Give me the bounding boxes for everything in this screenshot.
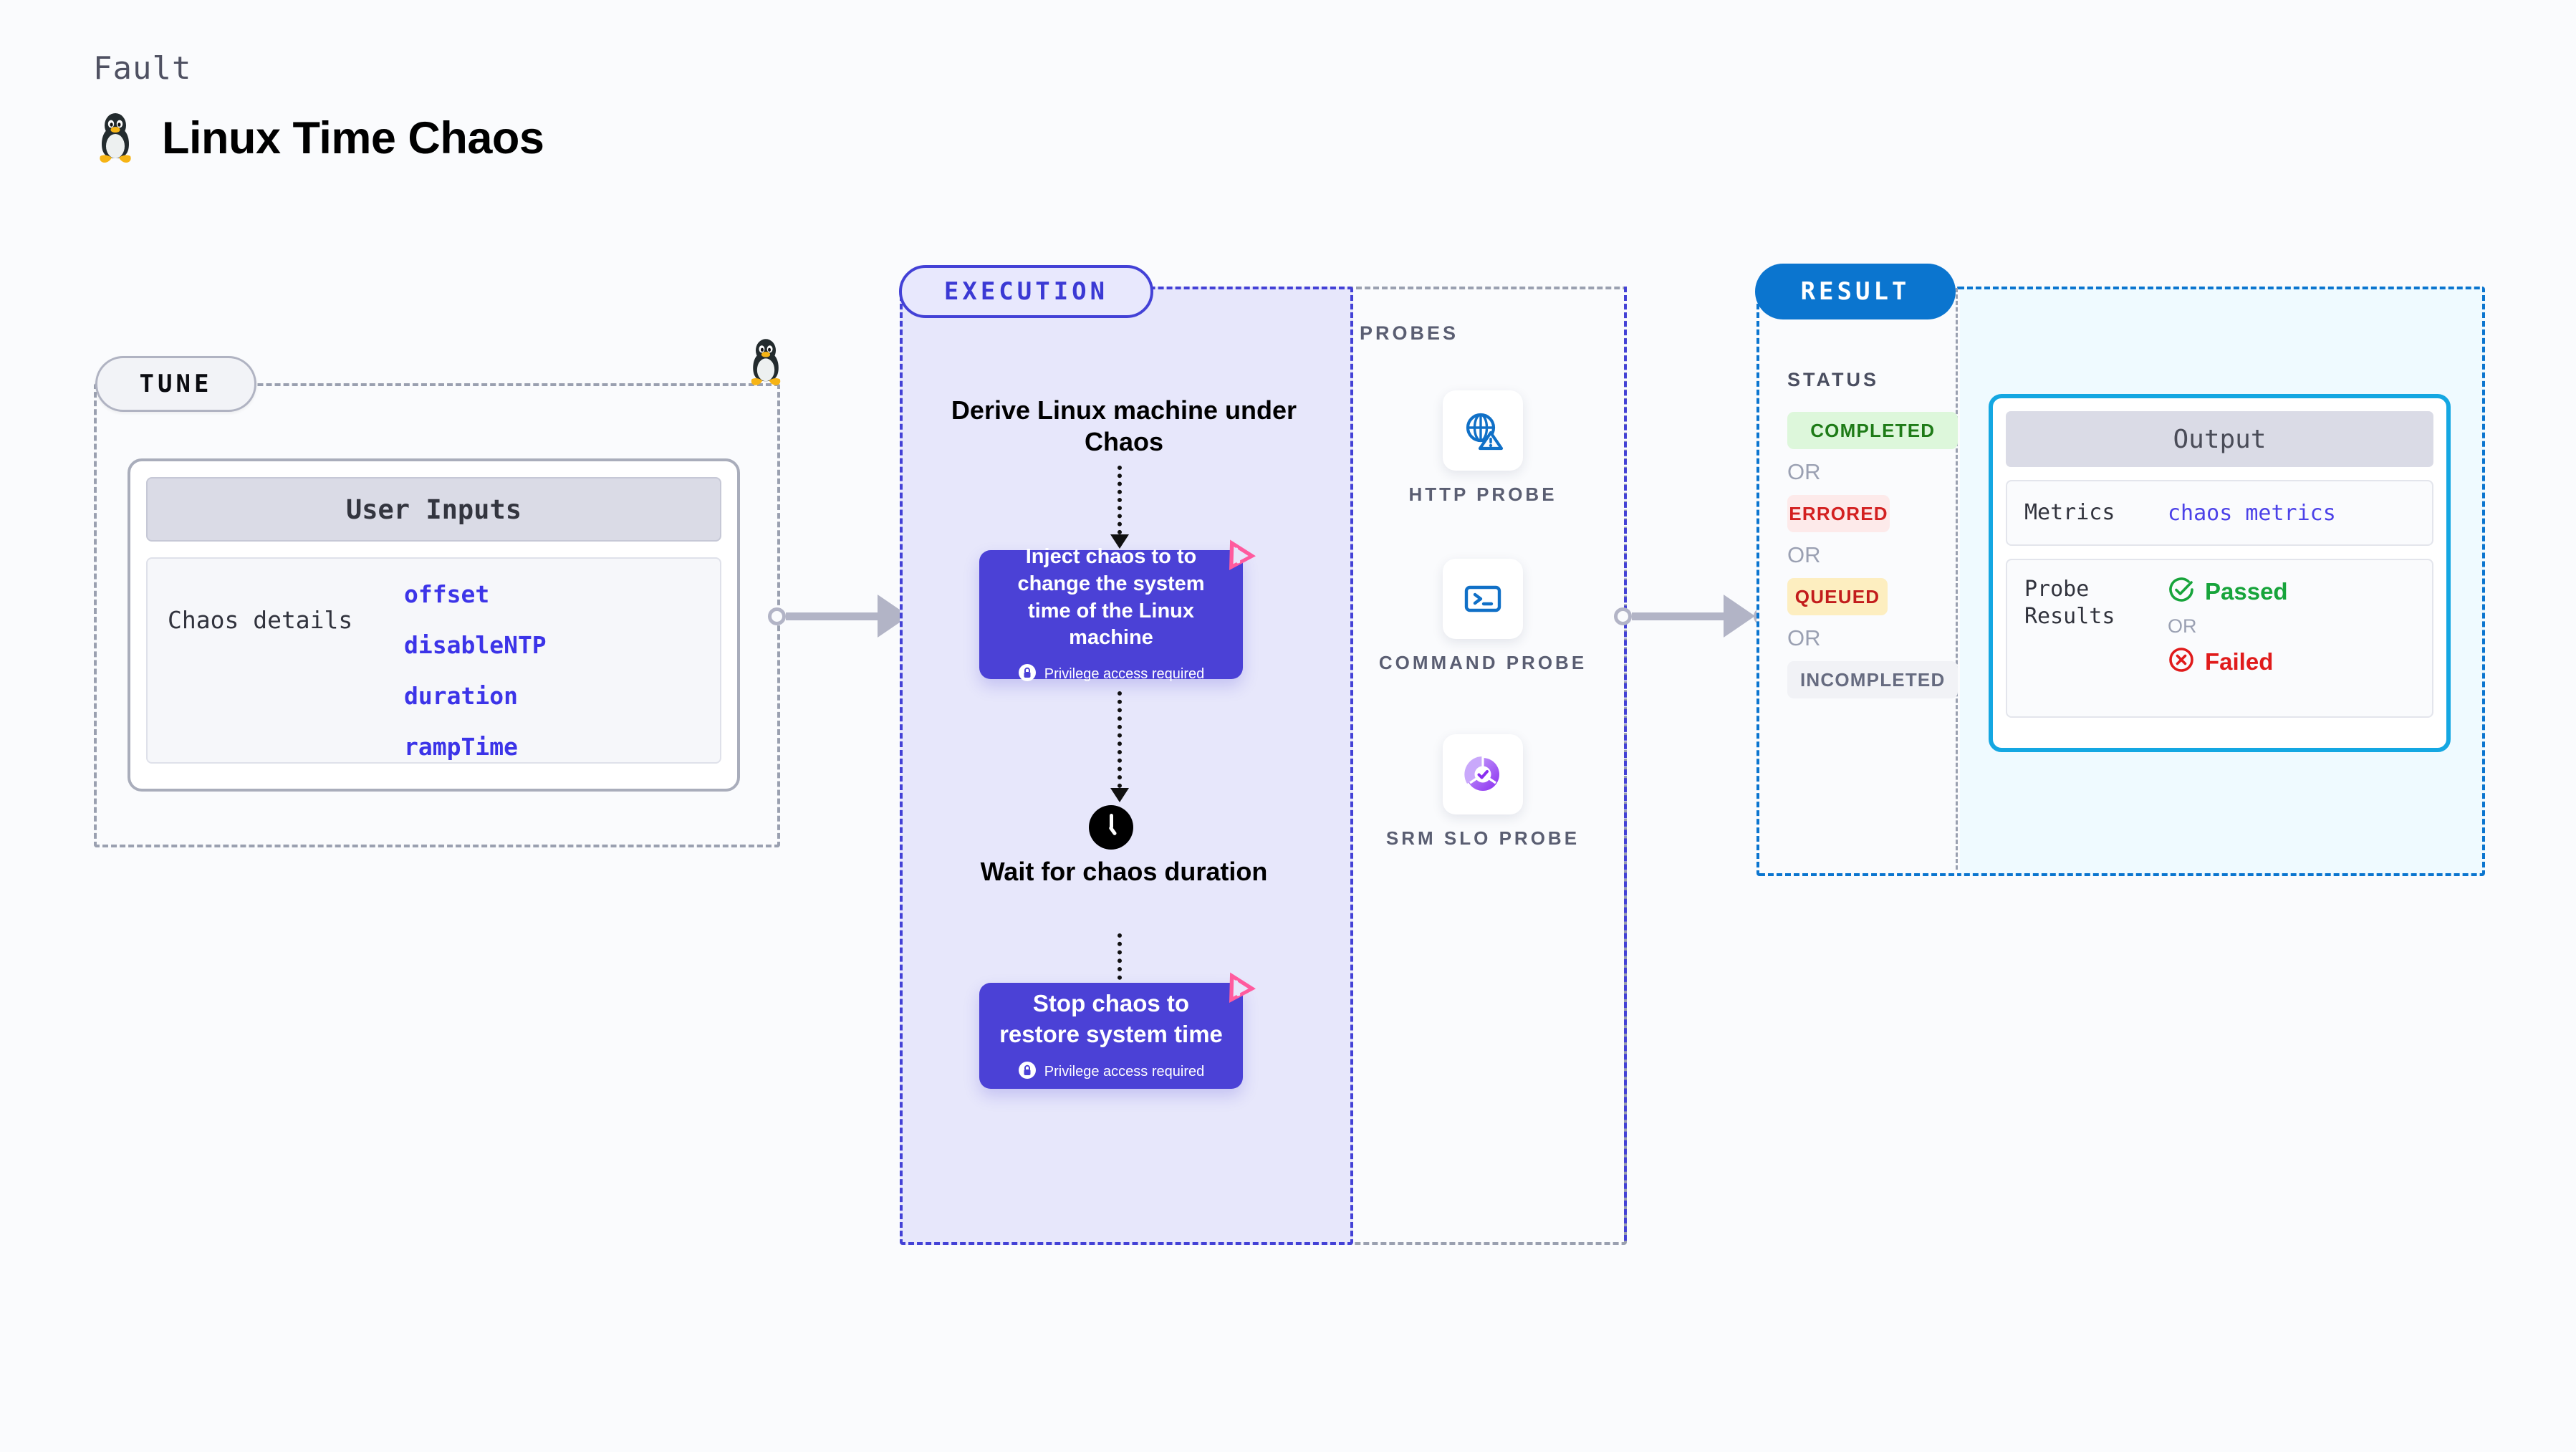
passed-label: Passed bbox=[2205, 577, 2288, 605]
check-circle-icon bbox=[2168, 576, 2195, 607]
status-badge-errored: ERRORED bbox=[1787, 495, 1890, 532]
probe-label: SRM SLO PROBE bbox=[1385, 827, 1580, 849]
connector-start-dot bbox=[768, 607, 786, 625]
param-ramptime[interactable]: rampTime bbox=[404, 733, 518, 761]
chaos-parameter-list: offset disableNTP duration rampTime bbox=[404, 580, 547, 762]
tune-badge[interactable]: TUNE bbox=[95, 356, 256, 412]
probe-item-srm-slo[interactable]: SRM SLO PROBE bbox=[1375, 734, 1590, 851]
output-card: Output Metrics chaos metrics Probe Resul… bbox=[1989, 394, 2451, 752]
metrics-value[interactable]: chaos metrics bbox=[2168, 500, 2336, 526]
connector-start-dot bbox=[1614, 607, 1632, 625]
tux-penguin-icon bbox=[745, 337, 787, 388]
stop-chaos-card[interactable]: Stop chaos to restore system time Privil… bbox=[979, 972, 1256, 1089]
connector-line bbox=[1632, 612, 1724, 620]
connector-line bbox=[786, 612, 878, 620]
or-separator: OR bbox=[2168, 615, 2197, 637]
privilege-text: Privilege access required bbox=[1044, 1064, 1205, 1080]
failed-label: Failed bbox=[2205, 648, 2274, 675]
user-inputs-card: User Inputs Chaos details offset disable… bbox=[128, 458, 740, 792]
inject-chaos-text: Inject chaos to to change the system tim… bbox=[1017, 545, 1205, 650]
lock-icon bbox=[1018, 663, 1037, 686]
inject-chaos-card[interactable]: Inject chaos to to change the system tim… bbox=[979, 539, 1256, 682]
chaos-details-label: Chaos details bbox=[168, 606, 353, 634]
lock-icon bbox=[1018, 1061, 1037, 1083]
flow-arrow-2 bbox=[1110, 691, 1129, 802]
execution-step-title: Derive Linux machine under Chaos bbox=[951, 395, 1297, 456]
flow-arrow-1 bbox=[1110, 466, 1129, 549]
output-card-header: Output bbox=[2006, 411, 2433, 467]
probe-item-command[interactable]: COMMAND PROBE bbox=[1375, 559, 1590, 675]
probe-label: COMMAND PROBE bbox=[1378, 652, 1587, 673]
page-title-row: Linux Time Chaos bbox=[93, 111, 544, 165]
tux-penguin-icon bbox=[93, 111, 138, 165]
output-metrics-row: Metrics chaos metrics bbox=[2006, 480, 2433, 546]
status-badge-incompleted: INCOMPLETED bbox=[1787, 661, 1959, 698]
or-separator: OR bbox=[1787, 459, 1821, 484]
or-separator: OR bbox=[1787, 542, 1821, 567]
param-duration[interactable]: duration bbox=[404, 682, 518, 710]
status-badge-completed: COMPLETED bbox=[1787, 412, 1959, 449]
probe-label: HTTP PROBE bbox=[1408, 484, 1557, 505]
param-disablentp[interactable]: disableNTP bbox=[404, 631, 547, 659]
privilege-text: Privilege access required bbox=[1044, 665, 1205, 682]
user-inputs-header: User Inputs bbox=[146, 477, 721, 542]
status-badge-queued: QUEUED bbox=[1787, 578, 1888, 615]
privilege-row: Privilege access required bbox=[1018, 1061, 1204, 1083]
probe-result-passed: Passed bbox=[2168, 576, 2288, 607]
result-divider bbox=[1956, 288, 1958, 870]
connector-arrowhead bbox=[1724, 595, 1755, 638]
user-inputs-body: Chaos details offset disableNTP duration… bbox=[146, 557, 721, 764]
status-badge-list: COMPLETED OR ERRORED OR QUEUED OR INCOMP… bbox=[1787, 412, 1959, 698]
execution-badge[interactable]: EXECUTION bbox=[899, 265, 1153, 318]
probe-item-http[interactable]: HTTP PROBE bbox=[1375, 390, 1590, 507]
metrics-label: Metrics bbox=[2024, 499, 2115, 525]
privilege-row: Privilege access required bbox=[1018, 663, 1204, 686]
terminal-icon bbox=[1443, 559, 1523, 639]
status-label: STATUS bbox=[1787, 369, 1879, 390]
or-separator: OR bbox=[1787, 625, 1821, 650]
page-eyebrow: Fault bbox=[93, 50, 192, 87]
harness-logo-icon bbox=[1219, 536, 1256, 574]
probes-label: PROBES bbox=[1360, 322, 1459, 344]
globe-warning-icon bbox=[1443, 390, 1523, 471]
probes-right-edge bbox=[1620, 287, 1627, 1241]
param-offset[interactable]: offset bbox=[404, 580, 490, 608]
clock-icon bbox=[1087, 804, 1135, 855]
probe-result-failed: Failed bbox=[2168, 646, 2288, 677]
output-probe-results-row: Probe Results Passed OR bbox=[2006, 559, 2433, 718]
page-title: Linux Time Chaos bbox=[162, 113, 544, 163]
x-circle-icon bbox=[2168, 646, 2195, 677]
slo-donut-check-icon bbox=[1443, 734, 1523, 814]
wait-step-label: Wait for chaos duration bbox=[980, 857, 1268, 886]
probe-results-label: Probe Results bbox=[2024, 577, 2115, 630]
connector-execution-to-result bbox=[1614, 595, 1772, 638]
harness-logo-icon bbox=[1219, 968, 1256, 1006]
result-badge[interactable]: RESULT bbox=[1755, 264, 1956, 319]
stop-chaos-text: Stop chaos to restore system time bbox=[999, 989, 1223, 1047]
